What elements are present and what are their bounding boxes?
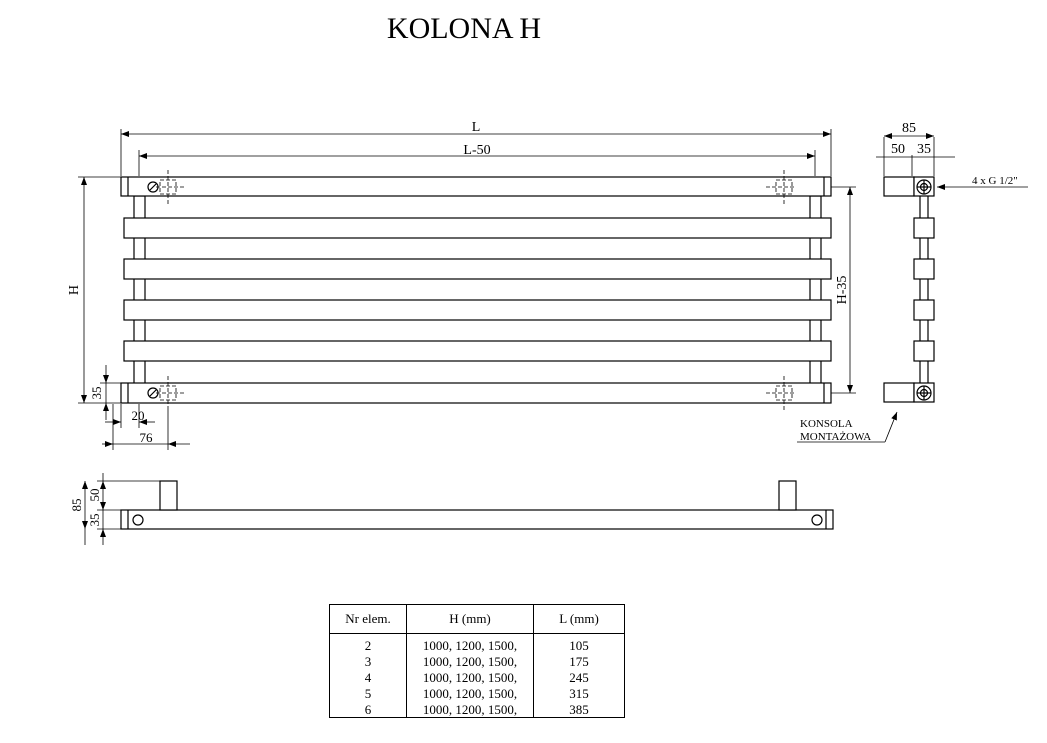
bar-5 — [123, 340, 832, 362]
dim-side-depth-label: 85 — [902, 121, 916, 136]
bottom-bar — [120, 382, 832, 404]
table-cell: 385 — [533, 701, 625, 718]
top-view-bracket-right — [778, 480, 797, 511]
dim-bottom-offset-label: 35 — [89, 387, 104, 400]
table-header-elements: Nr elem. — [329, 604, 407, 634]
table-header-height: H (mm) — [406, 604, 534, 634]
top-view: 85 50 35 — [69, 473, 834, 545]
table-cell: 175 — [533, 653, 625, 669]
table-header-length: L (mm) — [533, 604, 625, 634]
table-header-row: Nr elem. H (mm) L (mm) — [329, 604, 625, 634]
page-title: KOLONA H — [386, 12, 542, 45]
top-view-bar — [120, 509, 834, 530]
bar-3 — [123, 258, 832, 280]
table-cell: 1000, 1200, 1500, — [406, 701, 534, 718]
dim-side-depth-right-label: 35 — [917, 142, 931, 157]
table-cell: 1000, 1200, 1500, — [406, 653, 534, 669]
spec-table: Nr elem. H (mm) L (mm) 2 1000, 1200, 150… — [329, 604, 625, 718]
dim-inner-height-label: H-35 — [835, 276, 850, 305]
bar-4 — [123, 299, 832, 321]
table-cell: 1000, 1200, 1500, — [406, 685, 534, 701]
dim-bracket-offset-label: 76 — [140, 430, 154, 445]
dim-side-offset-label: 20 — [132, 408, 145, 423]
table-cell: 6 — [329, 701, 407, 718]
table-row: 6 1000, 1200, 1500, 385 — [329, 701, 625, 718]
dim-length-label: L — [472, 120, 481, 135]
dim-top-depth-upper-label: 50 — [87, 489, 102, 502]
bar-2 — [123, 217, 832, 239]
dim-side-depth-left-label: 50 — [891, 142, 905, 157]
table-cell: 5 — [329, 685, 407, 701]
table-row: 4 1000, 1200, 1500, 245 — [329, 669, 625, 685]
table-cell: 315 — [533, 685, 625, 701]
table-cell: 2 — [329, 633, 407, 653]
dim-inner-length-label: L-50 — [463, 143, 490, 158]
connection-spec-label: 4 x G 1/2" — [972, 175, 1018, 187]
table-row: 5 1000, 1200, 1500, 315 — [329, 685, 625, 701]
dim-top-depth-lower-label: 35 — [87, 514, 102, 527]
table-row: 2 1000, 1200, 1500, 105 — [329, 633, 625, 653]
dim-height-label: H — [67, 285, 82, 295]
table-cell: 105 — [533, 633, 625, 653]
bracket-label-line-2: MONTAŻOWA — [800, 431, 871, 443]
table-cell: 4 — [329, 669, 407, 685]
side-view: 85 50 35 4 x G 1/2" KONSOLA MO — [797, 121, 1028, 443]
table-row: 3 1000, 1200, 1500, 175 — [329, 653, 625, 669]
bracket-label-line-1: KONSOLA — [800, 418, 853, 430]
top-bar — [120, 176, 832, 197]
dim-top-depth-label: 85 — [69, 499, 84, 512]
top-view-bracket-left — [159, 480, 178, 511]
table-cell: 245 — [533, 669, 625, 685]
table-cell: 3 — [329, 653, 407, 669]
front-view: L L-50 H H-35 35 20 76 — [67, 120, 856, 450]
table-cell: 1000, 1200, 1500, — [406, 669, 534, 685]
table-cell: 1000, 1200, 1500, — [406, 633, 534, 653]
